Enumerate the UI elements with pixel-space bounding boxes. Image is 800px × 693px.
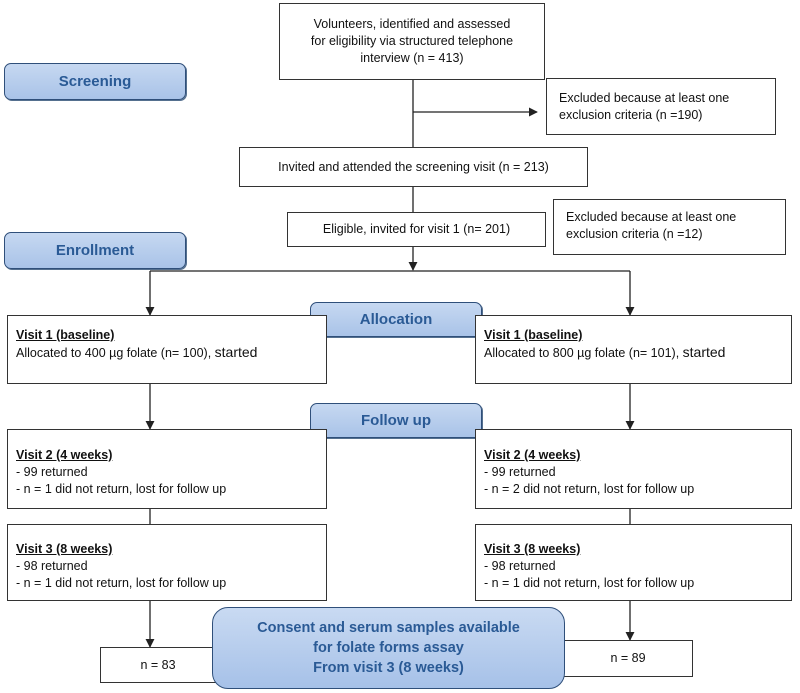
consent-line-1: Consent and serum samples available [257,620,520,636]
excluded-box-1: Excluded because at least one exclusion … [546,78,776,135]
left-visit1-started: started [214,344,258,360]
left-visit2-line-2: - n = 1 did not return, lost for follow … [16,482,227,496]
eligible-box: Eligible, invited for visit 1 (n= 201) [287,212,546,247]
stage-enrollment: Enrollment [4,232,186,269]
right-final-count: n = 89 [610,651,646,665]
excluded-1-line-2: exclusion criteria (n =190) [559,108,703,122]
left-visit3-box: Visit 3 (8 weeks) - 98 returned - n = 1 … [7,524,327,601]
volunteers-line-2: for eligibility via structured telephone [310,34,514,48]
excluded-1-line-1: Excluded because at least one [559,91,730,105]
right-visit1-text: Allocated to 800 µg folate (n= 101), [484,346,680,360]
left-visit2-header: Visit 2 (4 weeks) [16,448,113,462]
right-visit3-line-1: - 98 returned [484,559,556,573]
right-visit2-line-2: - n = 2 did not return, lost for follow … [484,482,695,496]
volunteers-line-3: interview (n = 413) [360,51,464,65]
consent-box: Consent and serum samples available for … [212,607,565,689]
stage-follow-up: Follow up [310,403,482,438]
right-visit2-header: Visit 2 (4 weeks) [484,448,581,462]
stage-screening: Screening [4,63,186,100]
left-final-box: n = 83 [100,647,216,683]
excluded-box-2: Excluded because at least one exclusion … [553,199,786,255]
excluded-2-line-1: Excluded because at least one [566,210,737,224]
left-visit3-header: Visit 3 (8 weeks) [16,542,113,556]
left-visit1-box: Visit 1 (baseline) Allocated to 400 µg f… [7,315,327,384]
left-final-count: n = 83 [140,657,176,672]
right-visit3-line-2: - n = 1 did not return, lost for follow … [484,576,695,590]
volunteers-line-1: Volunteers, identified and assessed [313,17,511,31]
invited-box: Invited and attended the screening visit… [239,147,588,187]
left-visit2-box: Visit 2 (4 weeks) - 99 returned - n = 1 … [7,429,327,509]
left-visit2-line-1: - 99 returned [16,465,88,479]
right-final-box: n = 89 [563,640,693,677]
right-visit2-box: Visit 2 (4 weeks) - 99 returned - n = 2 … [475,429,792,509]
right-visit1-header: Visit 1 (baseline) [484,328,583,342]
left-visit1-text: Allocated to 400 µg folate (n= 100), [16,346,212,360]
left-visit1-header: Visit 1 (baseline) [16,328,115,342]
right-visit2-line-1: - 99 returned [484,465,556,479]
left-visit3-line-1: - 98 returned [16,559,88,573]
volunteers-box: Volunteers, identified and assessed for … [279,3,545,80]
consent-line-3: From visit 3 (8 weeks) [313,660,464,676]
right-visit1-box: Visit 1 (baseline) Allocated to 800 µg f… [475,315,792,384]
eligible-text: Eligible, invited for visit 1 (n= 201) [322,222,511,236]
consent-line-2: for folate forms assay [313,640,464,656]
excluded-2-line-2: exclusion criteria (n =12) [566,227,703,241]
right-visit3-box: Visit 3 (8 weeks) - 98 returned - n = 1 … [475,524,792,601]
right-visit3-header: Visit 3 (8 weeks) [484,542,581,556]
right-visit1-started: started [682,344,726,360]
stage-allocation: Allocation [310,302,482,337]
left-visit3-line-2: - n = 1 did not return, lost for follow … [16,576,227,590]
invited-text: Invited and attended the screening visit… [278,159,549,174]
